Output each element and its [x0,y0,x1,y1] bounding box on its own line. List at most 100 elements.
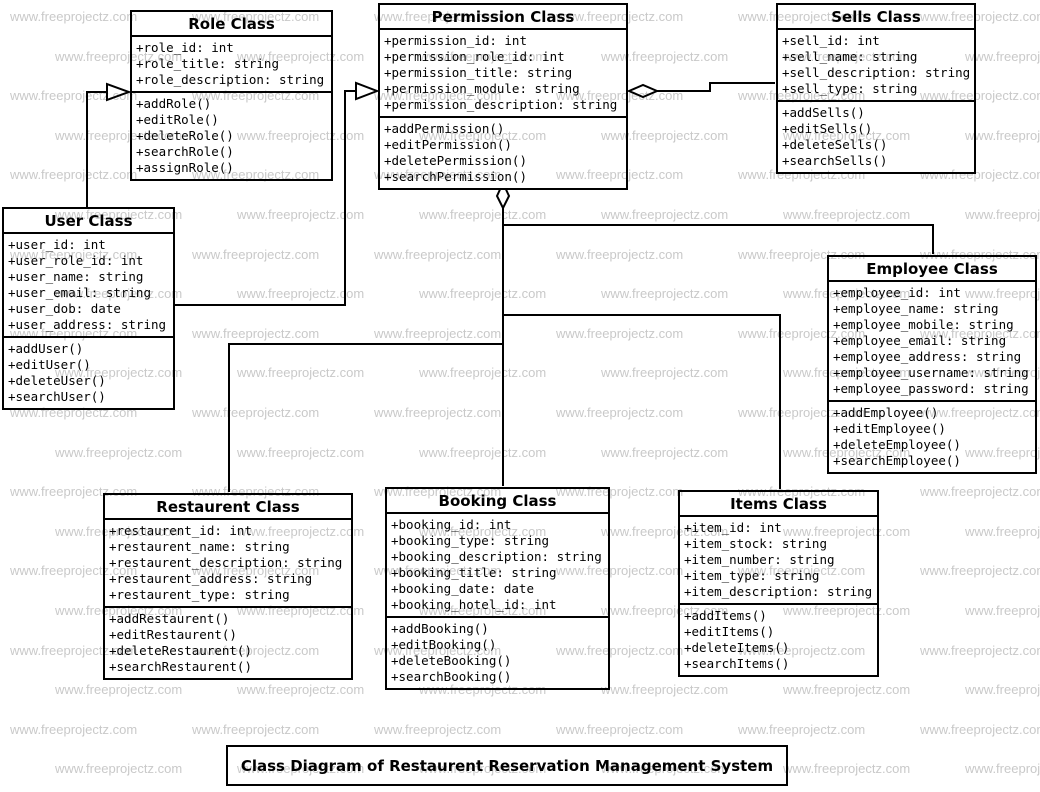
attribute-row: +restaurent_id: int [109,523,252,538]
attribute-row: +item_description: string [684,584,873,599]
attributes-section: +booking_id: int+booking_type: string +bo… [387,514,608,618]
attribute-row: +user_id: int [8,237,106,252]
class-box-permission: Permission Class+permission_id: int+perm… [378,3,628,190]
attribute-row: +employee_username: string [833,365,1029,380]
method-row: +searchPermission() [384,169,527,184]
class-box-booking: Booking Class+booking_id: int+booking_ty… [385,487,610,690]
method-row: +addBooking() [391,621,489,636]
attribute-row: +booking_hotel_id: int [391,597,557,612]
method-row: +deleteRole() [136,128,234,143]
attribute-row: +user_name: string [8,269,144,284]
attribute-row: +restaurent_type: string [109,587,290,602]
attribute-row: +sell_type: string [782,81,918,96]
attribute-row: +restaurent_address: string [109,571,313,586]
diagram-title: Class Diagram of Restaurent Reservation … [240,756,774,775]
attribute-row: +booking_title: string [391,565,557,580]
triangle-arrow-icon [106,82,132,102]
class-title-user: User Class [4,209,173,234]
connector-permission-restaurent [228,343,503,492]
method-row: +editEmployee() [833,421,946,436]
method-row: +searchItems() [684,656,790,671]
attribute-row: +employee_id: int [833,285,961,300]
attribute-row: +sell_id: int [782,33,880,48]
class-title-sells: Sells Class [778,5,974,30]
method-row: +searchRole() [136,144,234,159]
attribute-row: +role_id: int [136,40,234,55]
connector-user-permission [175,90,356,306]
attribute-row: +permission_title: string [384,65,573,80]
attributes-section: +user_id: int+user_role_id: int+user_nam… [4,234,173,338]
class-box-items: Items Class+item_id: int+item_stock: str… [678,490,879,677]
attribute-row: +user_address: string [8,317,167,332]
attribute-row: +sell_name: string [782,49,918,64]
method-row: +editRestaurent() [109,627,237,642]
attribute-row: +booking_id: int [391,517,512,532]
attribute-row: +item_number: string [684,552,835,567]
attribute-row: +user_email: string [8,285,151,300]
class-box-sells: Sells Class+sell_id: int+sell_name: stri… [776,3,976,174]
method-row: +deleteBooking() [391,653,512,668]
method-row: +deleteRestaurent() [109,643,252,658]
methods-section: +addEmployee()+editEmployee()+deleteEmpl… [829,402,1035,472]
method-row: +deleteItems() [684,640,790,655]
method-row: +addEmployee() [833,405,939,420]
method-row: +deleteEmployee() [833,437,961,452]
attribute-row: +role_description: string [136,72,325,87]
attribute-row: +employee_email: string [833,333,1007,348]
attributes-section: +sell_id: int+sell_name: string+sell_des… [778,30,974,102]
method-row: +addSells() [782,105,865,120]
class-title-items: Items Class [680,492,877,517]
methods-section: +addSells()+editSells()+deleteSells()+se… [778,102,974,172]
attribute-row: +employee_name: string [833,301,999,316]
attributes-section: +permission_id: int+permission_role_id: … [380,30,626,118]
attribute-row: +item_stock: string [684,536,827,551]
class-box-user: User Class+user_id: int+user_role_id: in… [2,207,175,410]
method-row: +deleteUser() [8,373,106,388]
method-row: +editBooking() [391,637,497,652]
method-row: +searchEmployee() [833,453,961,468]
class-title-permission: Permission Class [380,5,626,30]
attributes-section: +role_id: int+role_title: string+role_de… [132,37,331,93]
method-row: +searchUser() [8,389,106,404]
attributes-section: +item_id: int+item_stock: string+item_nu… [680,517,877,605]
attribute-row: +booking_date: date [391,581,534,596]
attribute-row: +item_type: string [684,568,820,583]
class-box-employee: Employee Class+employee_id: int+employee… [827,255,1037,474]
attribute-row: +item_id: int [684,520,782,535]
methods-section: +addItems()+editItems()+deleteItems()+se… [680,605,877,675]
attribute-row: +restaurent_description: string [109,555,343,570]
method-row: +searchSells() [782,153,888,168]
class-title-booking: Booking Class [387,489,608,514]
attribute-row: +permission_id: int [384,33,527,48]
method-row: +deleteSells() [782,137,888,152]
method-row: +addRole() [136,96,212,111]
method-row: +searchRestaurent() [109,659,252,674]
method-row: +addItems() [684,608,767,623]
connector-permission-items [503,314,781,489]
connector-permission-sells [657,82,775,92]
attributes-section: +employee_id: int+employee_name: string +… [829,282,1035,402]
class-title-restaurent: Restaurent Class [105,495,351,520]
method-row: +addUser() [8,341,84,356]
methods-section: +addBooking()+editBooking()+deleteBookin… [387,618,608,688]
connector-permission-employee [503,224,934,254]
methods-section: +addRole()+editRole()+deleteRole()+searc… [132,93,331,179]
class-box-role: Role Class+role_id: int+role_title: stri… [130,10,333,181]
attribute-row: +booking_type: string [391,533,550,548]
method-row: +editRole() [136,112,219,127]
methods-section: +addPermission()+editPermission()+delete… [380,118,626,188]
method-row: +editUser() [8,357,91,372]
attribute-row: +employee_address: string [833,349,1022,364]
attribute-row: +permission_module: string [384,81,580,96]
attribute-row: +permission_role_id: int [384,49,565,64]
class-title-employee: Employee Class [829,257,1035,282]
triangle-arrow-icon [355,81,380,101]
attribute-row: +role_title: string [136,56,279,71]
diagram-title-box: Class Diagram of Restaurent Reservation … [226,745,788,786]
attribute-row: +restaurent_name: string [109,539,290,554]
attribute-row: +permission_description: string [384,97,618,112]
method-row: +editPermission() [384,137,512,152]
